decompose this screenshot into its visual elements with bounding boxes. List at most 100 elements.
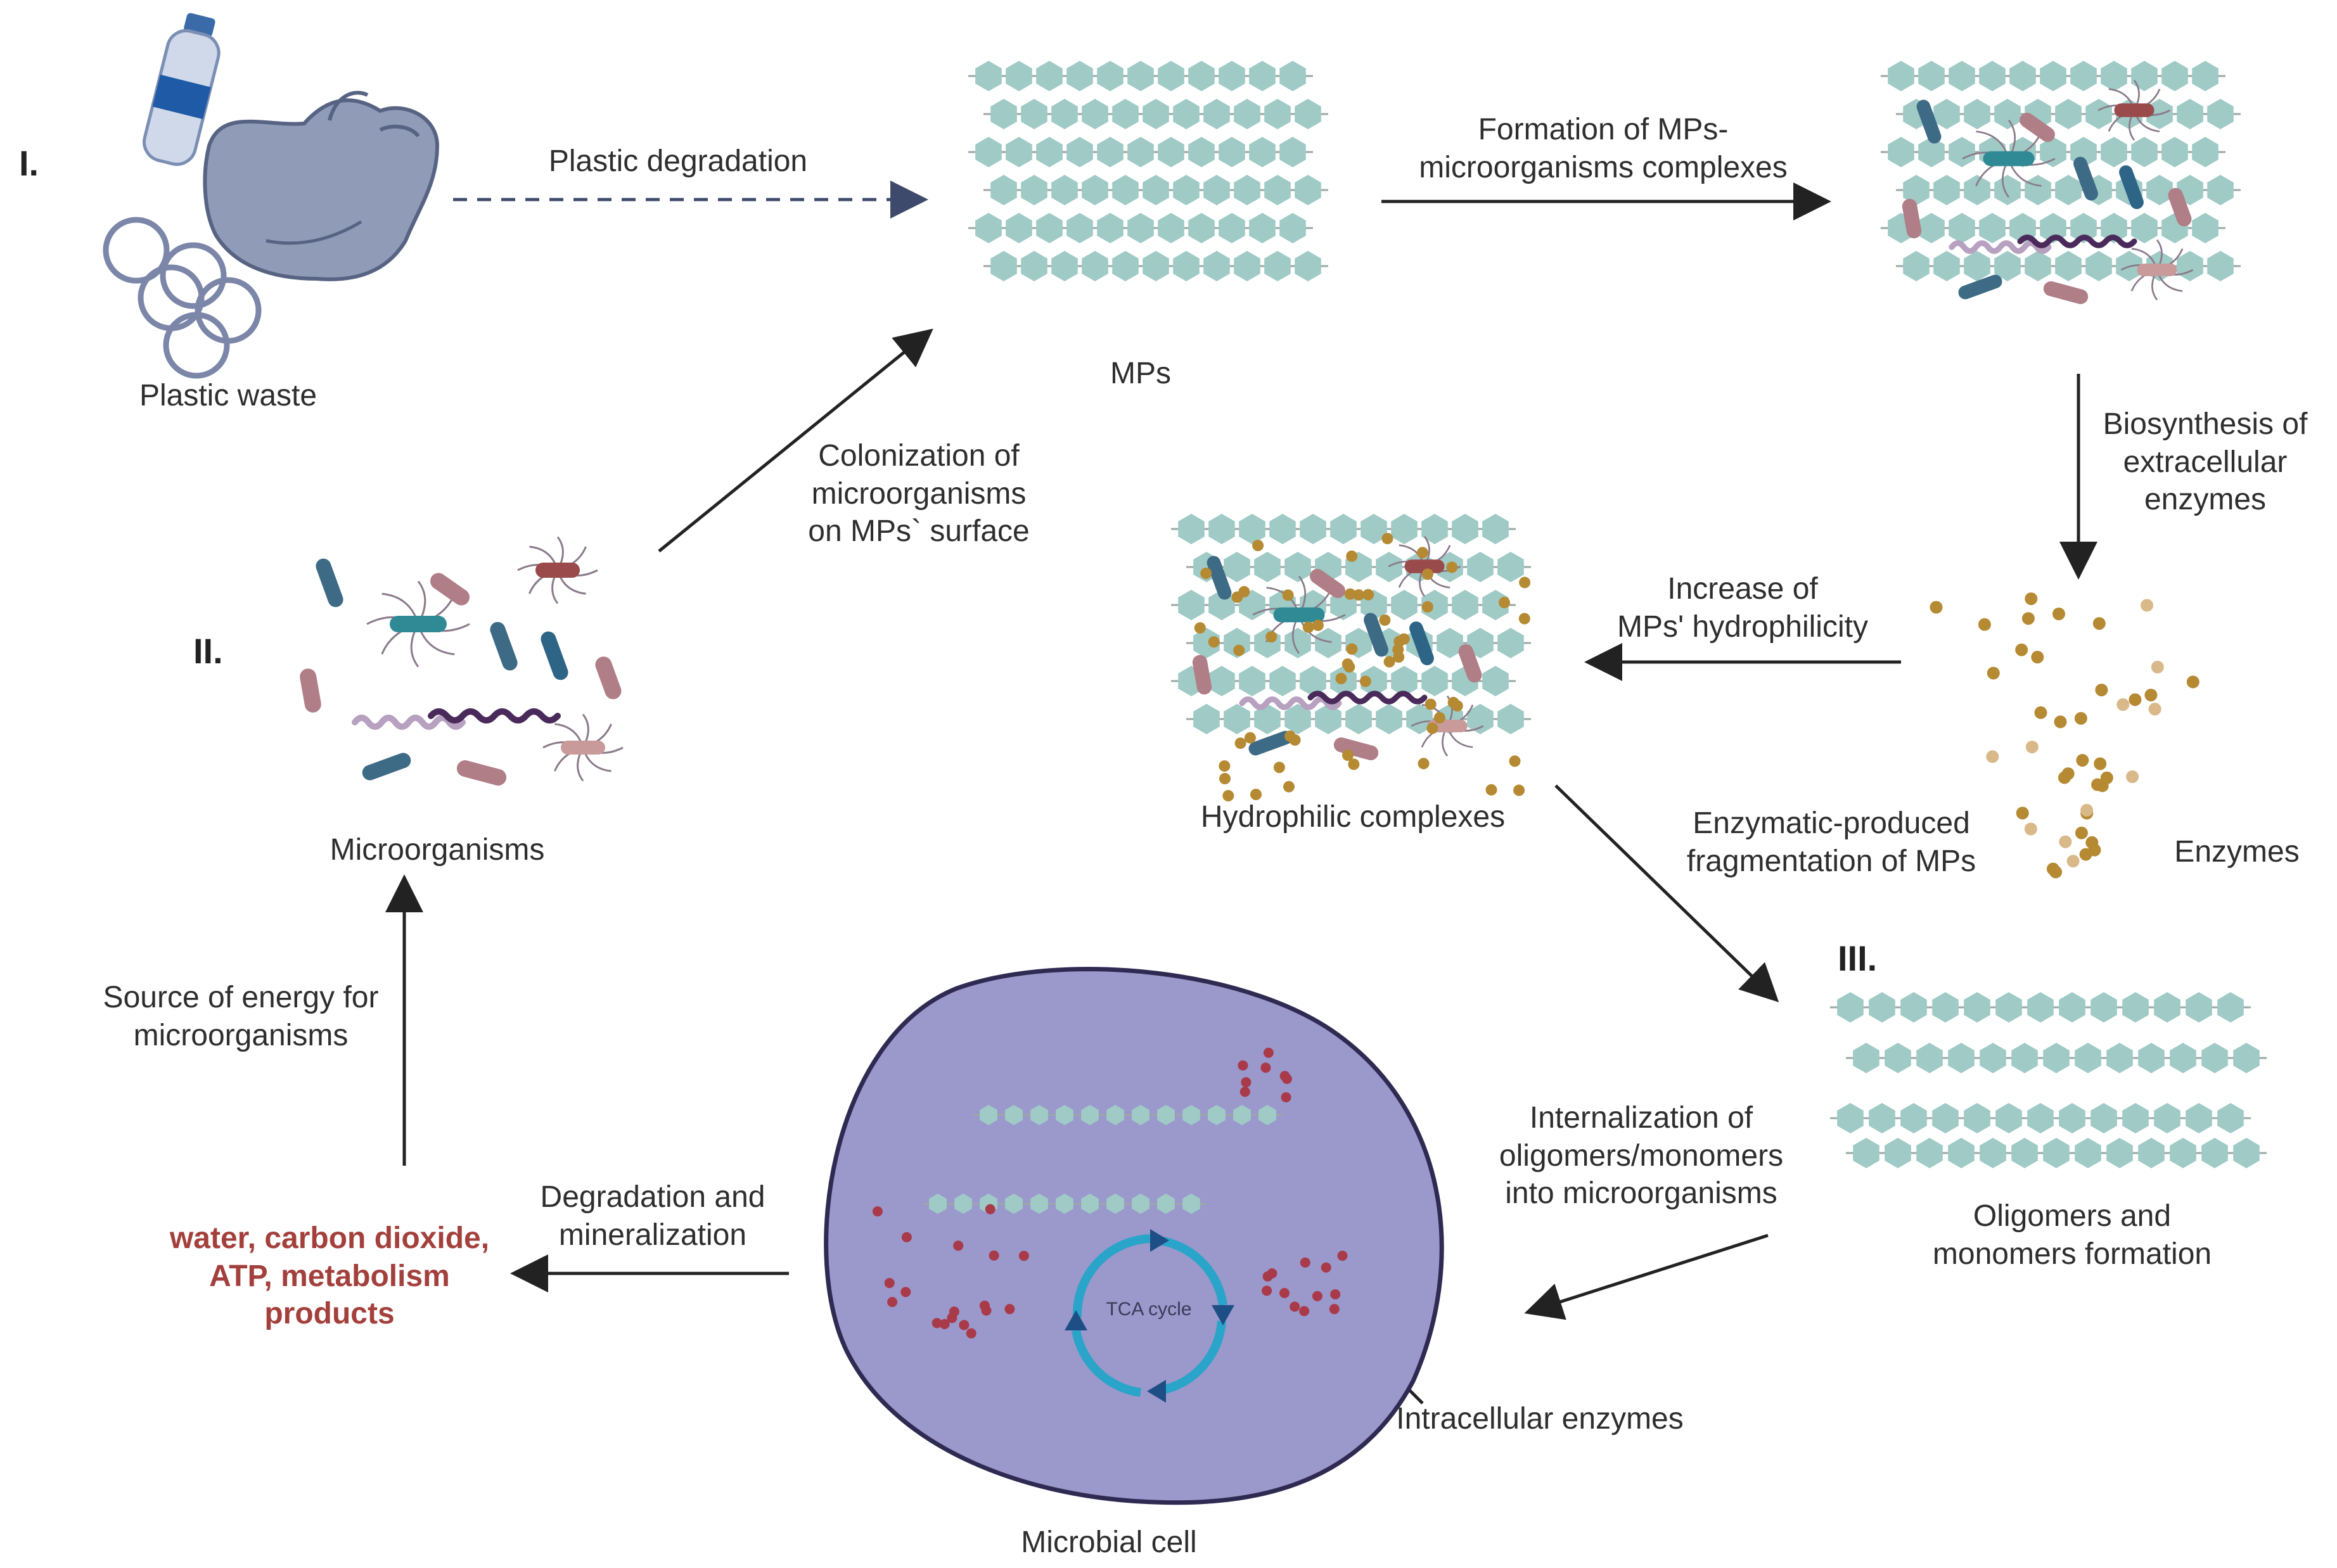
products-label: water, carbon dioxide, ATP, metabolism p… xyxy=(169,1221,490,1331)
monomer-hexagon xyxy=(1994,251,2021,281)
enzyme-dot xyxy=(1222,790,1234,801)
enzyme-dot xyxy=(953,1240,964,1251)
enzyme-dot xyxy=(947,1313,957,1323)
monomer-hexagon xyxy=(1233,1105,1251,1125)
monomer-hexagon xyxy=(2161,61,2188,91)
enzyme-dot xyxy=(2148,703,2161,716)
microorganisms-label: Microorganisms xyxy=(330,833,545,867)
monomer-hexagon xyxy=(1888,61,1914,91)
monomer-hexagon xyxy=(1279,61,1306,91)
bacteria-icon xyxy=(2020,112,2055,143)
enzyme-dot xyxy=(1426,722,1438,734)
monomer-hexagon xyxy=(1005,1194,1023,1214)
monomer-hexagon xyxy=(1995,1103,2022,1133)
enzyme-dot xyxy=(1362,589,1374,601)
formation-label: Formation of MPs- microorganisms complex… xyxy=(1419,113,1788,184)
bacteria-icon xyxy=(316,558,343,608)
spirillum-icon xyxy=(428,708,561,723)
monomer-hexagon xyxy=(1082,99,1108,129)
monomer-hexagon xyxy=(1994,99,2021,129)
monomer-hexagon xyxy=(1157,1194,1175,1214)
mp-complex-polymer-grid xyxy=(1881,61,2241,281)
bacteria-icon xyxy=(1310,568,1345,599)
enzyme-dot xyxy=(2046,862,2059,876)
enzyme-dot xyxy=(1260,1062,1271,1073)
enzyme-dot xyxy=(1018,1251,1029,1261)
monomer-hexagon xyxy=(1254,552,1281,582)
enzyme-dot xyxy=(1284,730,1296,742)
plastic-waste-icon xyxy=(103,13,440,379)
monomer-hexagon xyxy=(2192,61,2219,91)
enzyme-dot xyxy=(2074,711,2087,725)
monomer-hexagon xyxy=(1030,1105,1048,1125)
internalization-label: Internalization of oligomers/monomers in… xyxy=(1499,1101,1784,1211)
monomer-hexagon xyxy=(1264,175,1291,205)
monomer-hexagon xyxy=(2138,1138,2165,1168)
oligomers-label: Oligomers and monomers formation xyxy=(1932,1199,2212,1271)
monomer-hexagon xyxy=(1219,137,1245,167)
monomer-hexagon xyxy=(1869,992,1895,1023)
microbial-cell-label: Microbial cell xyxy=(1021,1526,1197,1559)
monomer-hexagon xyxy=(2201,1138,2228,1168)
tca-cycle-icon xyxy=(1065,1229,1234,1403)
monomer-hexagon xyxy=(1497,628,1524,658)
monomer-hexagon xyxy=(1979,213,2006,243)
enzyme-dot xyxy=(1341,658,1354,670)
section-marker-2: II. xyxy=(193,631,223,671)
bacteria-body xyxy=(390,616,447,632)
enzyme-dot xyxy=(1219,760,1231,772)
monomer-hexagon xyxy=(1421,514,1448,544)
flagellated-bacteria-icon xyxy=(2120,239,2194,301)
monomer-hexagon xyxy=(1188,137,1215,167)
enzyme-dot xyxy=(2144,689,2158,702)
enzyme-dot xyxy=(1398,633,1410,645)
monomer-hexagon xyxy=(2161,137,2188,167)
enzyme-dot xyxy=(1282,589,1294,601)
monomer-hexagon xyxy=(1234,251,1260,281)
monomer-hexagon xyxy=(2027,992,2054,1023)
monomer-hexagon xyxy=(1421,666,1448,696)
bacteria-icon xyxy=(1192,654,1212,695)
monomer-hexagon xyxy=(1979,61,2006,91)
enzyme-dot xyxy=(1312,1291,1322,1301)
monomer-hexagon xyxy=(1066,137,1093,167)
monomer-hexagon xyxy=(1143,251,1169,281)
monomer-hexagon xyxy=(1127,213,1154,243)
monomer-hexagon xyxy=(2186,1103,2212,1133)
monomer-hexagon xyxy=(2043,1138,2070,1168)
monomer-hexagon xyxy=(1021,99,1047,129)
enzyme-dot xyxy=(966,1328,976,1339)
enzyme-dot xyxy=(1513,784,1525,796)
monomer-hexagon xyxy=(2207,175,2234,205)
enzyme-dot xyxy=(901,1232,912,1242)
monomer-hexagon xyxy=(1030,1194,1048,1214)
enzyme-dot xyxy=(2080,803,2094,817)
monomer-hexagon xyxy=(1132,1105,1149,1125)
monomer-hexagon xyxy=(1885,1043,1911,1073)
monomer-hexagon xyxy=(1127,61,1154,91)
monomer-hexagon xyxy=(1173,251,1200,281)
monomer-hexagon xyxy=(1005,1105,1023,1125)
monomer-hexagon xyxy=(1315,628,1341,658)
monomer-hexagon xyxy=(1219,213,1245,243)
bacteria-icon xyxy=(430,573,470,606)
monomer-hexagon xyxy=(1208,1105,1226,1125)
enzyme-dot xyxy=(2015,643,2028,656)
monomer-hexagon xyxy=(1837,1103,1864,1133)
monomer-hexagon xyxy=(2233,1138,2260,1168)
enzyme-dot xyxy=(1421,568,1433,580)
enzyme-dot xyxy=(1447,696,1459,708)
tca-cycle-label: TCA cycle xyxy=(1106,1299,1192,1320)
spirillum-icon xyxy=(2017,234,2137,248)
monomer-hexagon xyxy=(1269,514,1296,544)
bacteria-icon xyxy=(362,753,411,781)
bacteria-icon xyxy=(1248,730,1293,756)
monomer-hexagon xyxy=(1051,251,1078,281)
bacteria-icon xyxy=(1364,613,1388,657)
monomer-hexagon xyxy=(1112,175,1139,205)
monomer-hexagon xyxy=(2106,1138,2133,1168)
monomer-hexagon xyxy=(975,61,1002,91)
plastic-bag-icon xyxy=(203,91,440,281)
monomer-hexagon xyxy=(1234,99,1260,129)
enzyme-dot xyxy=(1273,762,1285,774)
